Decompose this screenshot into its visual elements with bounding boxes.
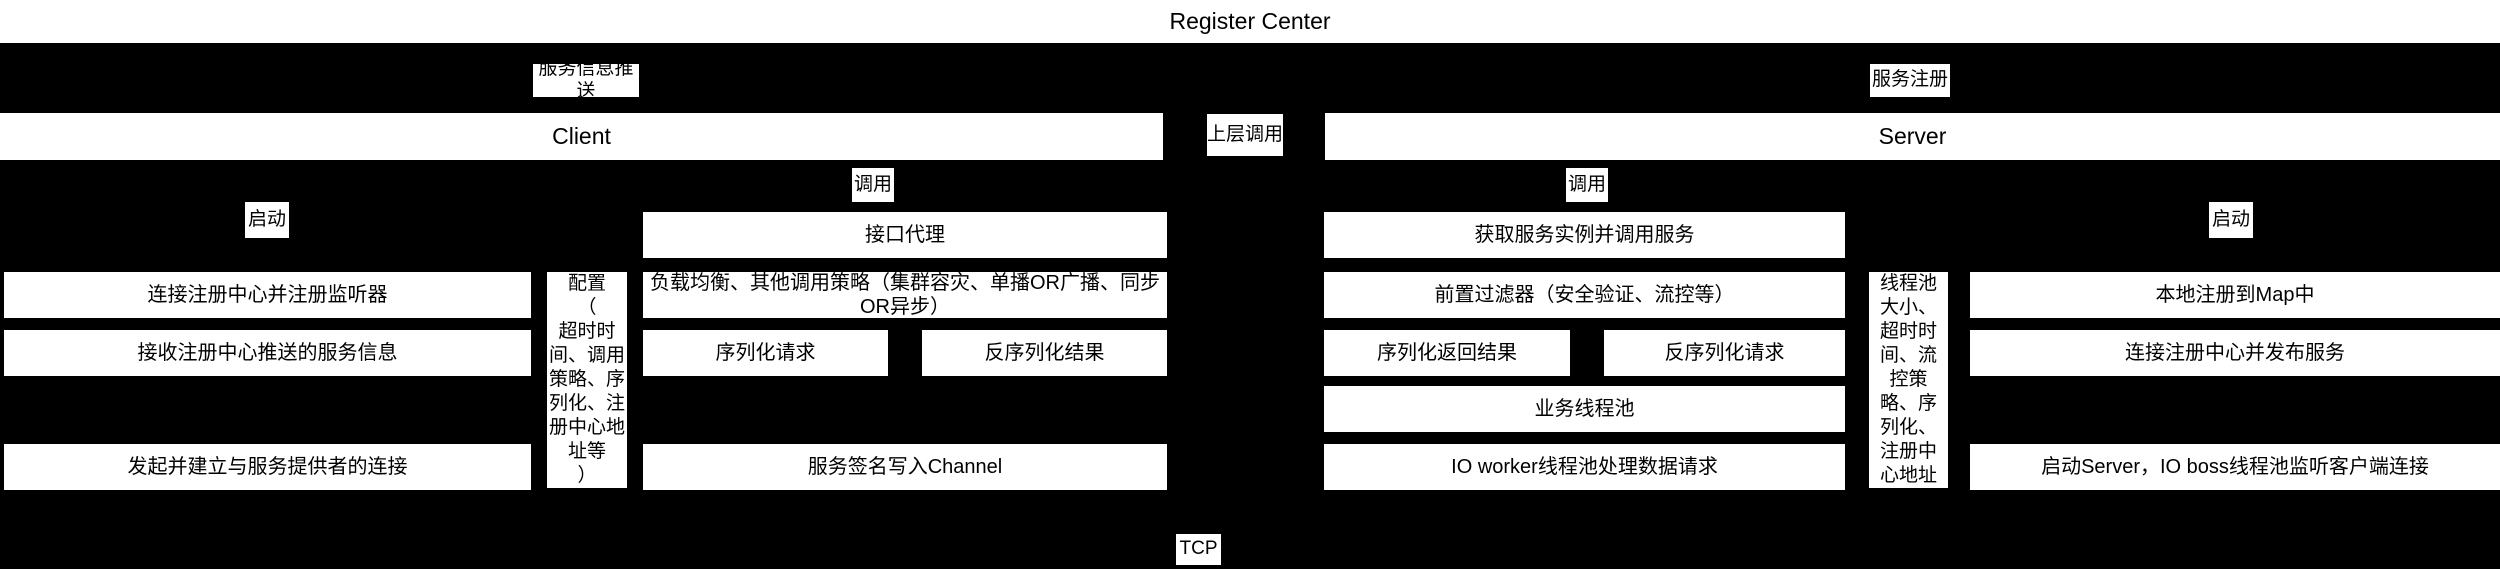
serialize-request-box: 序列化请求 [643,330,888,376]
server-config-box: 配置 （ 线程池大小、超时时间、流控策略、序列化、注册中心地址等 ） [1869,225,1948,534]
server-bar: Server [1325,113,2500,160]
get-service-instance-box: 获取服务实例并调用服务 [1324,212,1845,258]
receive-service-info-box: 接收注册中心推送的服务信息 [4,330,531,376]
client-start-label: 启动 [245,202,289,238]
upper-call-label: 上层调用 [1207,114,1283,156]
tcp-label: TCP [1176,534,1221,565]
write-channel-box: 服务签名写入Channel [643,444,1167,490]
io-worker-box: IO worker线程池处理数据请求 [1324,444,1845,490]
service-register-label: 服务注册 [1870,64,1950,97]
business-thread-pool-box: 业务线程池 [1324,386,1845,432]
serialize-result-box: 序列化返回结果 [1324,330,1570,376]
register-center-bar: Register Center [0,0,2500,43]
client-config-box: 配置 （ 超时时间、调用策略、序列化、注册中心地址等 ） [547,272,627,488]
client-bar: Client [0,113,1163,160]
pre-filter-box: 前置过滤器（安全验证、流控等） [1324,272,1845,318]
service-push-label: 服务信息推送 [533,58,639,102]
deserialize-result-box: 反序列化结果 [922,330,1167,376]
server-call-label: 调用 [1566,168,1608,202]
interface-proxy-box: 接口代理 [643,212,1167,258]
load-balance-strategy-box: 负载均衡、其他调用策略（集群容灾、单播OR广播、同步OR异步） [643,272,1167,318]
start-server-box: 启动Server，IO boss线程池监听客户端连接 [1970,444,2500,490]
local-register-map-box: 本地注册到Map中 [1970,272,2500,318]
establish-provider-connection-box: 发起并建立与服务提供者的连接 [4,444,531,490]
connect-register-listener-box: 连接注册中心并注册监听器 [4,272,531,318]
client-call-label: 调用 [852,168,894,202]
deserialize-request-box: 反序列化请求 [1604,330,1845,376]
connect-publish-service-box: 连接注册中心并发布服务 [1970,330,2500,376]
server-start-label: 启动 [2209,202,2253,238]
